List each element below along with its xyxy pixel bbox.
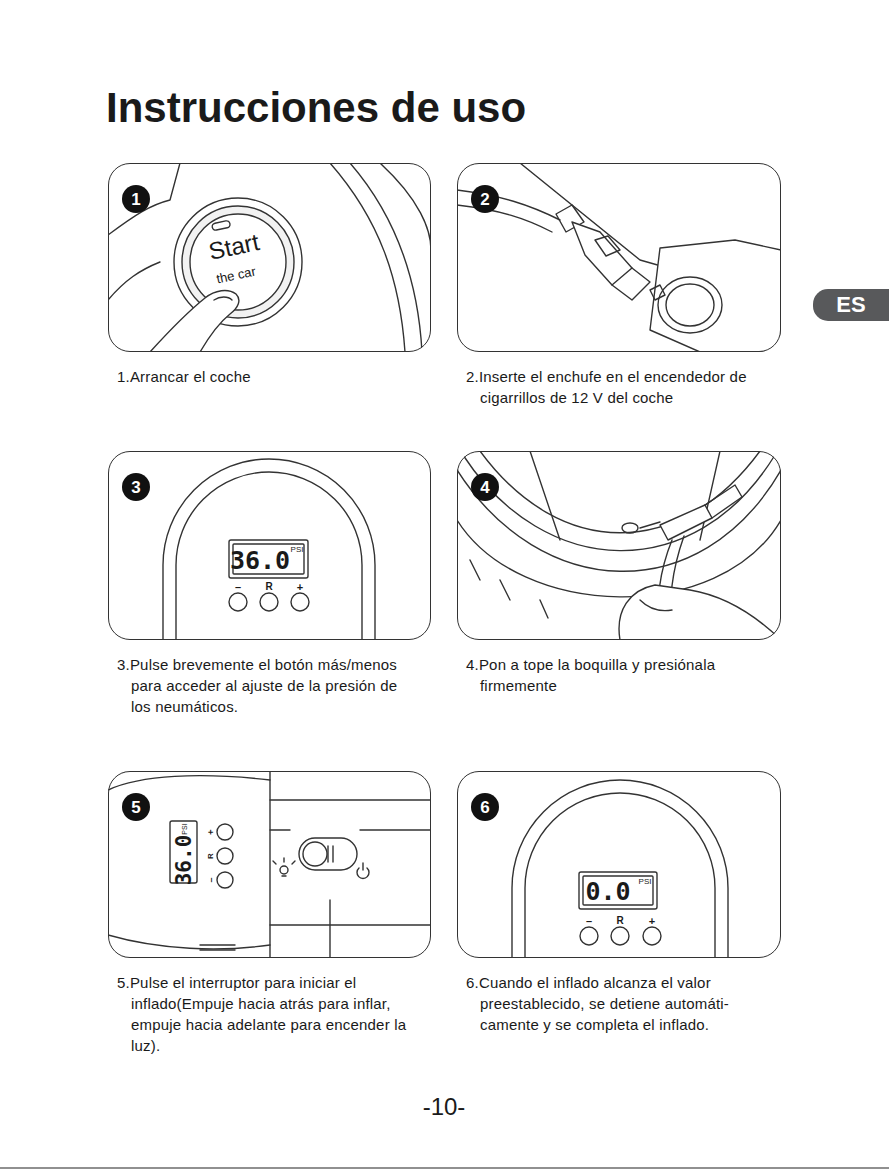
panel-frame bbox=[457, 451, 781, 640]
panel-frame bbox=[108, 771, 431, 958]
display-reading: 36.0 bbox=[174, 835, 195, 886]
display-reading: 0.0 bbox=[585, 879, 630, 904]
step-caption: 2.Inserte el enchufe en el encendedor de… bbox=[466, 366, 766, 408]
step-panel: 6.Cuando el inflado alcanza el valor pre… bbox=[457, 771, 781, 1039]
step-number-badge: 4 bbox=[471, 473, 499, 501]
button-label: – bbox=[207, 877, 216, 882]
button-label: R bbox=[207, 853, 215, 859]
step-panel: 4.Pon a tope la boquilla y presiónala fi… bbox=[457, 451, 781, 700]
step-caption: 4.Pon a tope la boquilla y presiónala fi… bbox=[466, 654, 766, 696]
step-caption: 6.Cuando el inflado alcanza el valor pre… bbox=[466, 972, 766, 1035]
step-number: 4 bbox=[480, 479, 489, 496]
step-number: 3 bbox=[131, 479, 140, 496]
step-number-badge: 3 bbox=[122, 473, 150, 501]
language-tab: ES bbox=[813, 289, 889, 321]
step-panel: 5.Pulse el interruptor para iniciar el i… bbox=[108, 771, 431, 1060]
panel-frame bbox=[108, 451, 431, 640]
step-panel: 1.Arrancar el coche 1 bbox=[108, 163, 431, 391]
button-label: – bbox=[586, 916, 592, 927]
step-panel: 2.Inserte el enchufe en el encendedor de… bbox=[457, 163, 781, 412]
compressor-front-drawing bbox=[163, 459, 375, 640]
step-caption: 1.Arrancar el coche bbox=[117, 366, 417, 387]
unit-text: PSI bbox=[181, 823, 188, 834]
button-label: R bbox=[616, 916, 623, 926]
page-rule bbox=[0, 1167, 889, 1168]
panel-frame bbox=[108, 163, 431, 352]
step-number: 1 bbox=[131, 191, 140, 208]
step-number: 2 bbox=[480, 191, 489, 208]
compressor-side-drawing bbox=[108, 771, 431, 958]
tyre-nozzle-drawing bbox=[457, 451, 781, 640]
step-number: 6 bbox=[480, 799, 489, 816]
start-button-drawing bbox=[108, 163, 431, 352]
step-number-badge: 1 bbox=[122, 185, 150, 213]
display-reading: 36.0 bbox=[230, 548, 290, 573]
button-label: + bbox=[649, 916, 655, 927]
unit-text: PSI bbox=[639, 878, 652, 886]
step-number-badge: 5 bbox=[122, 793, 150, 821]
page-number: -10- bbox=[423, 1095, 466, 1119]
page-title: Instrucciones de uso bbox=[106, 84, 526, 132]
button-label: R bbox=[265, 582, 272, 592]
step-caption: 3.Pulse brevemente el botón más/menos pa… bbox=[117, 654, 417, 717]
step-number-badge: 6 bbox=[471, 793, 499, 821]
panel-frame bbox=[457, 771, 781, 958]
step-number: 5 bbox=[131, 799, 140, 816]
panel-frame bbox=[457, 163, 781, 352]
unit-text: PSI bbox=[291, 546, 304, 554]
step-number-badge: 2 bbox=[471, 185, 499, 213]
language-code: ES bbox=[836, 294, 865, 316]
button-label: + bbox=[297, 582, 303, 593]
button-label: – bbox=[235, 582, 241, 593]
compressor-front-drawing bbox=[512, 780, 728, 958]
plug-drawing bbox=[457, 163, 781, 352]
button-label: + bbox=[207, 829, 216, 834]
step-caption: 5.Pulse el interruptor para iniciar el i… bbox=[117, 972, 417, 1056]
